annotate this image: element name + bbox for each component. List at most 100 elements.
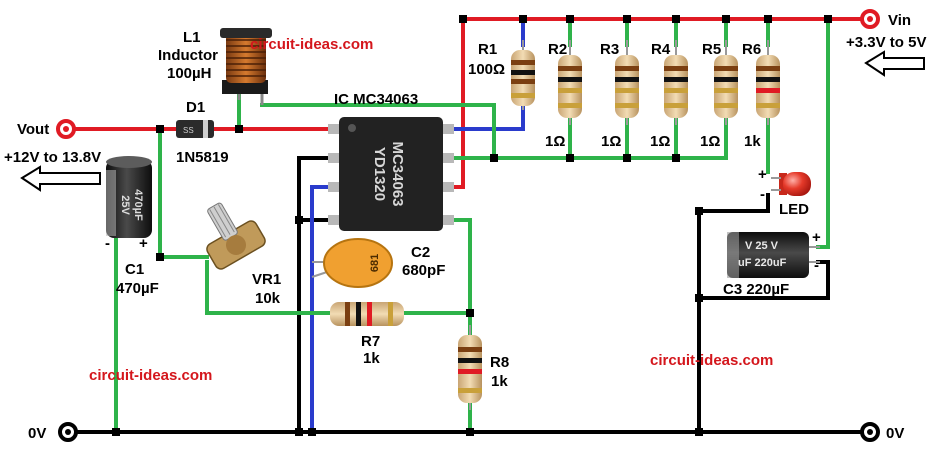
c1-marking-1: 470µF — [132, 189, 144, 221]
junction-dot — [295, 428, 303, 436]
ic-pin-black-wire — [297, 156, 342, 434]
junction-dot — [459, 15, 467, 23]
ic-pin — [328, 182, 342, 192]
r1-bottom-lead — [442, 106, 525, 131]
r8-name: R8 — [490, 354, 509, 371]
capacitor-c2: 681 — [311, 238, 393, 288]
junction-dot — [722, 15, 730, 23]
c3-marking-2: uF 220uF — [738, 257, 787, 269]
r5-name: R5 — [702, 41, 721, 58]
c2-name: C2 — [411, 244, 430, 261]
r3-name: R3 — [600, 41, 619, 58]
watermark-top: circuit-ideas.com — [250, 36, 373, 53]
c1-minus: - — [105, 235, 110, 252]
ic-pin — [440, 215, 454, 225]
ground-label-right: 0V — [886, 425, 904, 442]
resistor-r8 — [458, 325, 482, 410]
vin-arrow-icon — [864, 50, 925, 77]
junction-dot — [623, 154, 631, 162]
r6-value: 1k — [744, 133, 761, 150]
potentiometer-vr1 — [206, 202, 266, 270]
inductor-l1 — [220, 28, 272, 105]
junction-dot — [466, 428, 474, 436]
led-cathode-wire — [697, 193, 770, 434]
r1-value: 100Ω — [468, 61, 505, 78]
r4-value: 1Ω — [650, 133, 670, 150]
resistor-r6 — [756, 40, 780, 125]
r7-name: R7 — [361, 333, 380, 350]
junction-dot — [824, 15, 832, 23]
ic-pin — [440, 124, 454, 134]
ic-marking-top: MC34063 — [389, 141, 406, 206]
led-minus: - — [760, 186, 765, 203]
vout-range-label: +12V to 13.8V — [4, 149, 101, 166]
vout-terminal — [56, 119, 76, 139]
d1-marking: SS — [183, 126, 194, 135]
junction-dot — [566, 15, 574, 23]
junction-dot — [672, 154, 680, 162]
r1-name: R1 — [478, 41, 497, 58]
resistor-r4 — [664, 40, 688, 125]
c3-label: C3 220µF — [723, 281, 789, 298]
c1-name: C1 — [125, 261, 144, 278]
r4-name: R4 — [651, 41, 671, 58]
c1-plus: + — [139, 235, 148, 252]
r2-value: 1Ω — [545, 133, 565, 150]
ic-pin — [328, 153, 342, 163]
junction-dot — [156, 125, 164, 133]
ic-pin — [440, 153, 454, 163]
c3-marking: V 25 V — [745, 240, 779, 252]
l1-type: Inductor — [158, 47, 218, 64]
r8-value: 1k — [491, 373, 508, 390]
c3-plus: + — [812, 229, 821, 246]
vin-to-c3-wire — [816, 17, 830, 249]
vr1-value: 10k — [255, 290, 281, 307]
ic-marking-bottom: YD1320 — [371, 147, 388, 201]
junction-dot — [623, 15, 631, 23]
junction-dot — [490, 154, 498, 162]
junction-dot — [566, 154, 574, 162]
junction-dot — [295, 216, 303, 224]
capacitor-c1: 470µF 25V — [106, 156, 152, 238]
r3-value: 1Ω — [601, 133, 621, 150]
junction-dots — [112, 15, 832, 436]
resistor-r3 — [615, 40, 639, 125]
vout-label: Vout — [17, 121, 49, 138]
ic-label: IC MC34063 — [334, 91, 418, 108]
led-plus: + — [758, 166, 767, 183]
watermark-bottom-right: circuit-ideas.com — [650, 352, 773, 369]
l1-name: L1 — [183, 29, 201, 46]
c3-minus-wire — [697, 260, 830, 300]
c2-marking: 681 — [369, 254, 381, 272]
junction-dot — [672, 15, 680, 23]
c1-value: 470µF — [116, 280, 159, 297]
junction-dot — [235, 125, 243, 133]
vin-terminal — [860, 9, 880, 29]
resistor-r1 — [511, 40, 535, 110]
vr1-name: VR1 — [252, 271, 281, 288]
ic-pin — [328, 124, 342, 134]
diode-d1: SS — [176, 120, 214, 138]
ground-label-left: 0V — [28, 425, 46, 442]
vin-range-label: +3.3V to 5V — [846, 34, 926, 51]
vin-label: Vin — [888, 12, 911, 29]
junction-dot — [156, 253, 164, 261]
r7-value: 1k — [363, 350, 380, 367]
junction-dot — [695, 207, 703, 215]
capacitor-c3: V 25 V uF 220uF — [727, 232, 820, 278]
wires — [64, 17, 870, 434]
junction-dot — [308, 428, 316, 436]
c3-minus: - — [814, 257, 819, 274]
r6-name: R6 — [742, 41, 761, 58]
ground-terminal-right — [860, 422, 880, 442]
ic-mc34063: MC34063 YD1320 — [328, 117, 454, 231]
junction-dot — [112, 428, 120, 436]
ic-pin — [328, 215, 342, 225]
ground-terminal-left — [58, 422, 78, 442]
c2-value: 680pF — [402, 262, 445, 279]
junction-dot — [519, 15, 527, 23]
junction-dot — [695, 428, 703, 436]
junction-dot — [695, 294, 703, 302]
led-label: LED — [779, 201, 809, 218]
resistor-r2 — [558, 40, 582, 125]
